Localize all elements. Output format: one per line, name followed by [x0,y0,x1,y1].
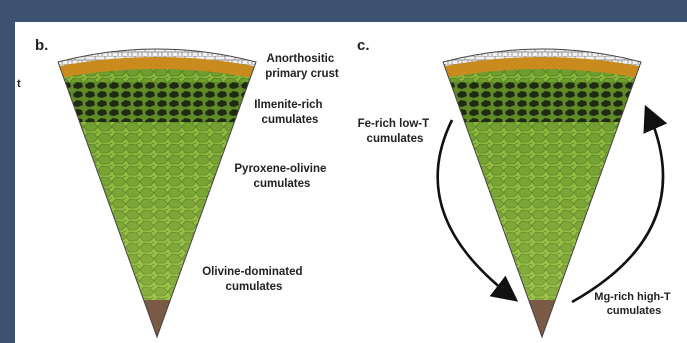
label-fe-rich: Fe-rich low-T cumulates [358,118,433,145]
wedge-b [50,30,270,340]
label-anorthositic: Anorthositic primary crust [265,53,339,80]
panel-c-letter: c. [357,37,370,54]
label-olivine-dominated: Olivine-dominated cumulates [202,266,306,293]
core-c [528,300,556,337]
panel-b-letter: b. [35,37,48,54]
core-b [143,300,171,337]
label-ilmenite: Ilmenite-rich cumulates [254,99,326,126]
cropped-edge-text: t [17,78,21,90]
label-mg-rich: Mg-rich high-T cumulates [594,291,673,317]
label-pyroxene-olivine: Pyroxene-olivine cumulates [234,163,329,190]
